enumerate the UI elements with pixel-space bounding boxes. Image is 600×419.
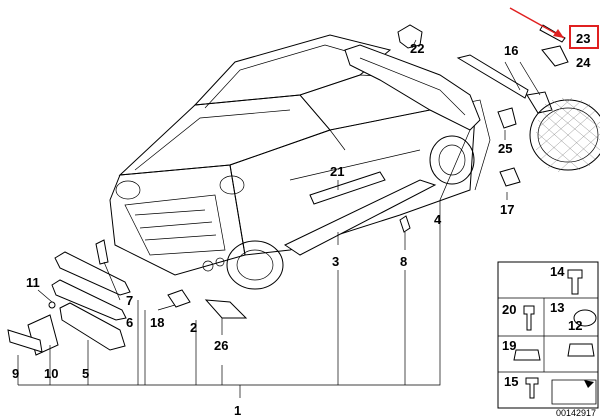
part-21-shape <box>309 171 386 205</box>
label-part-25: 25 <box>498 141 512 156</box>
label-part-12: 12 <box>568 318 582 333</box>
label-part-1: 1 <box>234 403 241 418</box>
part-15-rivet <box>525 377 539 399</box>
label-part-23: 23 <box>576 31 590 46</box>
label-part-13: 13 <box>550 300 564 315</box>
label-part-9: 9 <box>12 366 19 381</box>
hardware-box <box>497 261 599 409</box>
label-part-22: 22 <box>410 41 424 56</box>
label-part-4: 4 <box>434 212 442 227</box>
part-22-shape <box>397 24 423 49</box>
label-part-24: 24 <box>576 55 591 70</box>
part-5-shape <box>59 302 126 351</box>
rear-panel-shape <box>344 44 481 131</box>
part-25-shape <box>497 107 517 129</box>
label-part-6: 6 <box>126 315 133 330</box>
label-part-21: 21 <box>330 164 344 179</box>
part-13-clip <box>573 309 597 327</box>
part-18-shape <box>167 289 191 308</box>
part-11-shape <box>48 301 56 309</box>
box-arrow-icon <box>556 380 594 400</box>
box-arrow-frame <box>551 379 597 405</box>
part-14-screw <box>567 269 583 295</box>
car-outline <box>109 34 491 290</box>
part-19-nut <box>513 349 541 361</box>
label-part-3: 3 <box>332 254 339 269</box>
highlight-box <box>569 25 599 49</box>
part-26-shape <box>204 299 248 319</box>
part-16-end <box>526 91 553 114</box>
part-8-shape <box>399 215 411 233</box>
label-part-20: 20 <box>502 302 516 317</box>
part-16-strip <box>456 54 529 99</box>
part-9-shape <box>7 329 43 353</box>
label-part-18: 18 <box>150 315 164 330</box>
part-7-shape <box>95 239 109 265</box>
label-part-17: 17 <box>500 202 514 217</box>
mesh-grille <box>529 97 600 173</box>
label-part-2: 2 <box>190 320 197 335</box>
part-24-shape <box>541 45 569 67</box>
label-part-8: 8 <box>400 254 407 269</box>
label-part-5: 5 <box>82 366 89 381</box>
label-part-16: 16 <box>504 43 518 58</box>
part-3-shape <box>283 179 437 256</box>
part-6-shape <box>51 279 127 321</box>
part-12-clip <box>567 343 595 357</box>
part-labels: 1 2 3 4 5 6 7 8 9 10 11 12 13 14 15 16 1… <box>12 31 591 418</box>
label-part-11: 11 <box>26 275 40 290</box>
part-17-shape <box>499 167 521 187</box>
leader-lines <box>17 39 541 398</box>
highlight-arrow <box>509 7 565 39</box>
part-12-shape <box>54 251 131 296</box>
label-part-19: 19 <box>502 338 516 353</box>
label-part-15: 15 <box>504 374 518 389</box>
part-20-bolt <box>523 305 535 331</box>
highlight-arrowhead <box>553 29 564 38</box>
diagram-id: 00142917 <box>556 408 596 418</box>
label-part-14: 14 <box>550 264 565 279</box>
label-part-26: 26 <box>214 338 228 353</box>
label-part-7: 7 <box>126 293 133 308</box>
label-part-10: 10 <box>44 366 58 381</box>
